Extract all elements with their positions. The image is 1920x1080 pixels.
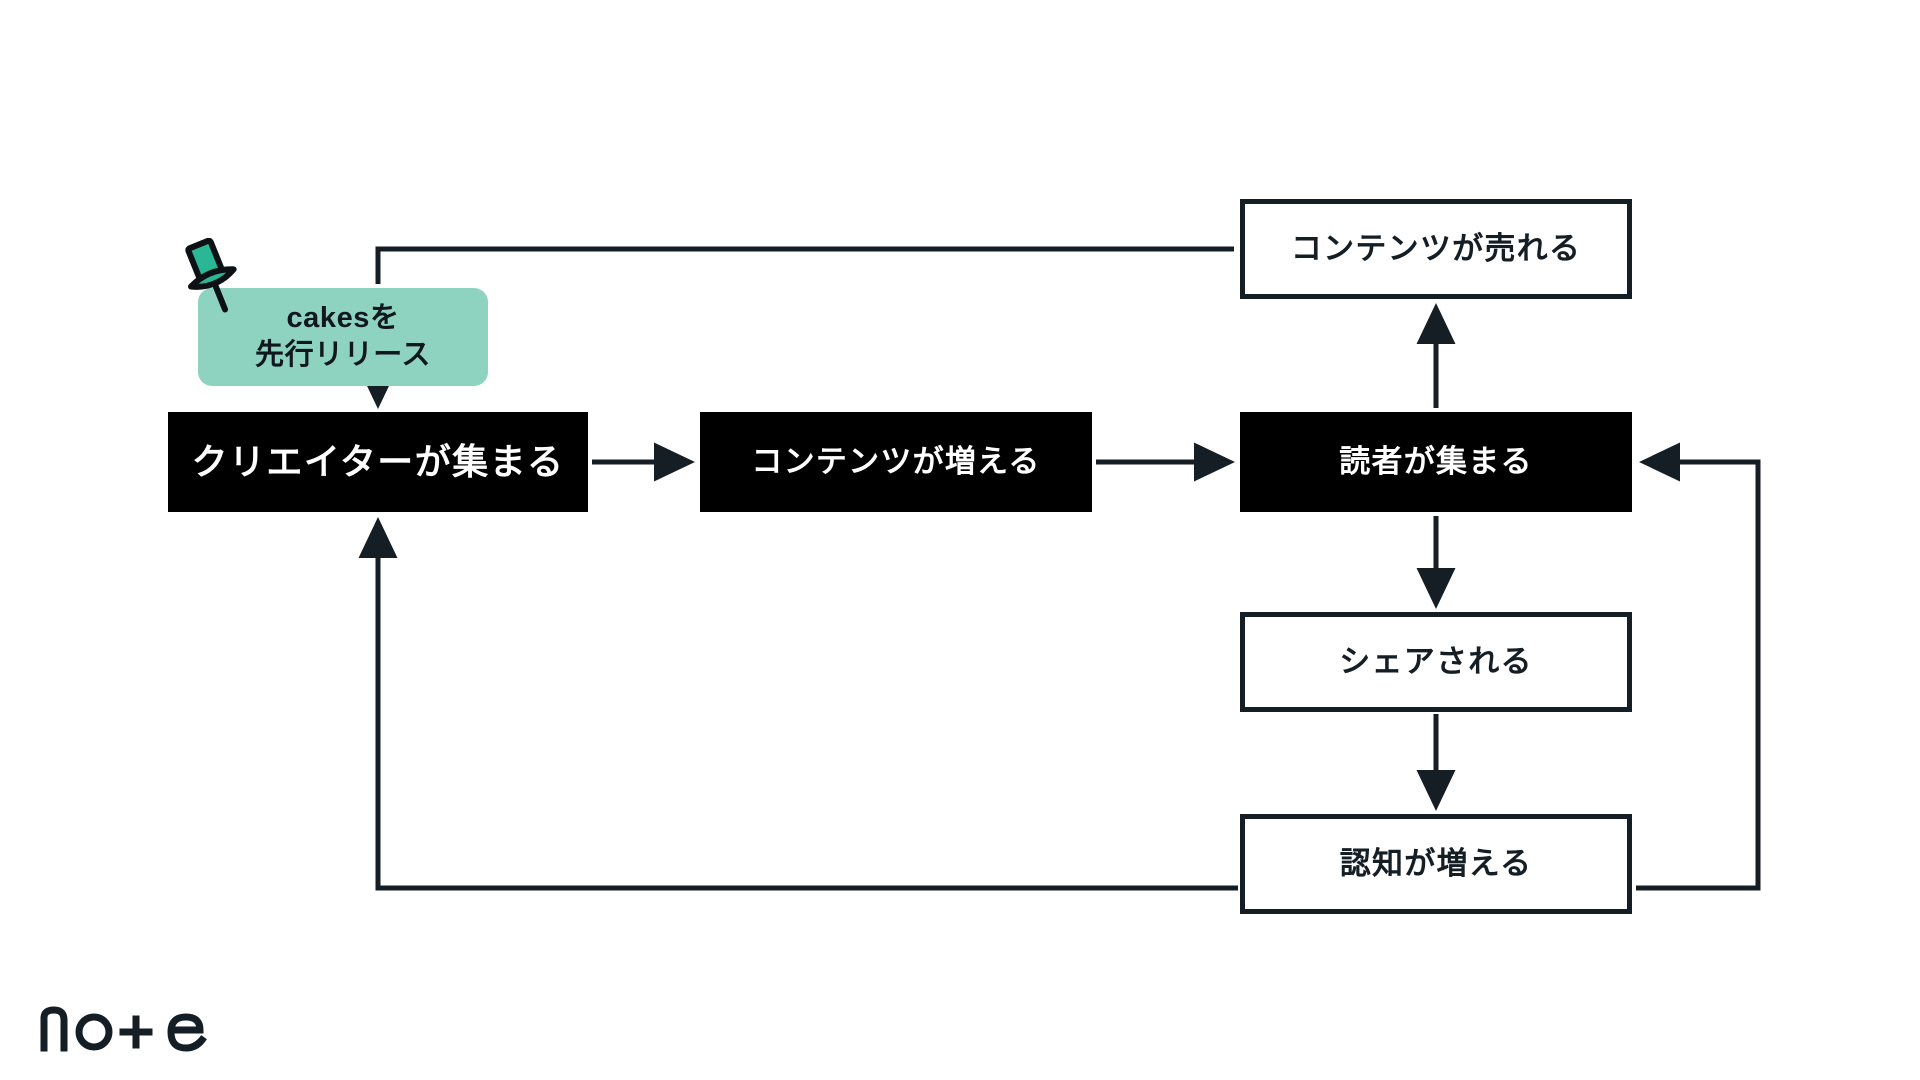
node-shared[interactable]: シェアされる (1240, 612, 1632, 712)
node-awareness[interactable]: 認知が増える (1240, 814, 1632, 914)
node-content-sells[interactable]: コンテンツが売れる (1240, 199, 1632, 299)
callout-cakes-release[interactable]: cakesを 先行リリース (198, 288, 488, 386)
edge-awareness-to-readers (1636, 442, 1761, 891)
node-shared-label: シェアされる (1339, 644, 1533, 680)
edge-awareness-to-creators (358, 516, 1238, 891)
node-contents-label: コンテンツが増える (751, 444, 1041, 480)
callout-line-1: cakesを (286, 301, 400, 334)
node-creators[interactable]: クリエイターが集まる (168, 412, 588, 512)
node-creators-label: クリエイターが集まる (191, 441, 565, 483)
node-readers-label: 読者が集まる (1339, 444, 1533, 480)
edge-sell-to-creators (375, 246, 1234, 284)
node-content-sells-label: コンテンツが売れる (1290, 231, 1582, 267)
pushpin-icon (185, 238, 237, 313)
node-awareness-label: 認知が増える (1339, 846, 1533, 882)
node-readers[interactable]: 読者が集まる (1240, 412, 1632, 512)
node-contents[interactable]: コンテンツが増える (700, 412, 1092, 512)
note-logo: note (40, 1006, 207, 1052)
callout-line-2: 先行リリース (254, 339, 432, 371)
